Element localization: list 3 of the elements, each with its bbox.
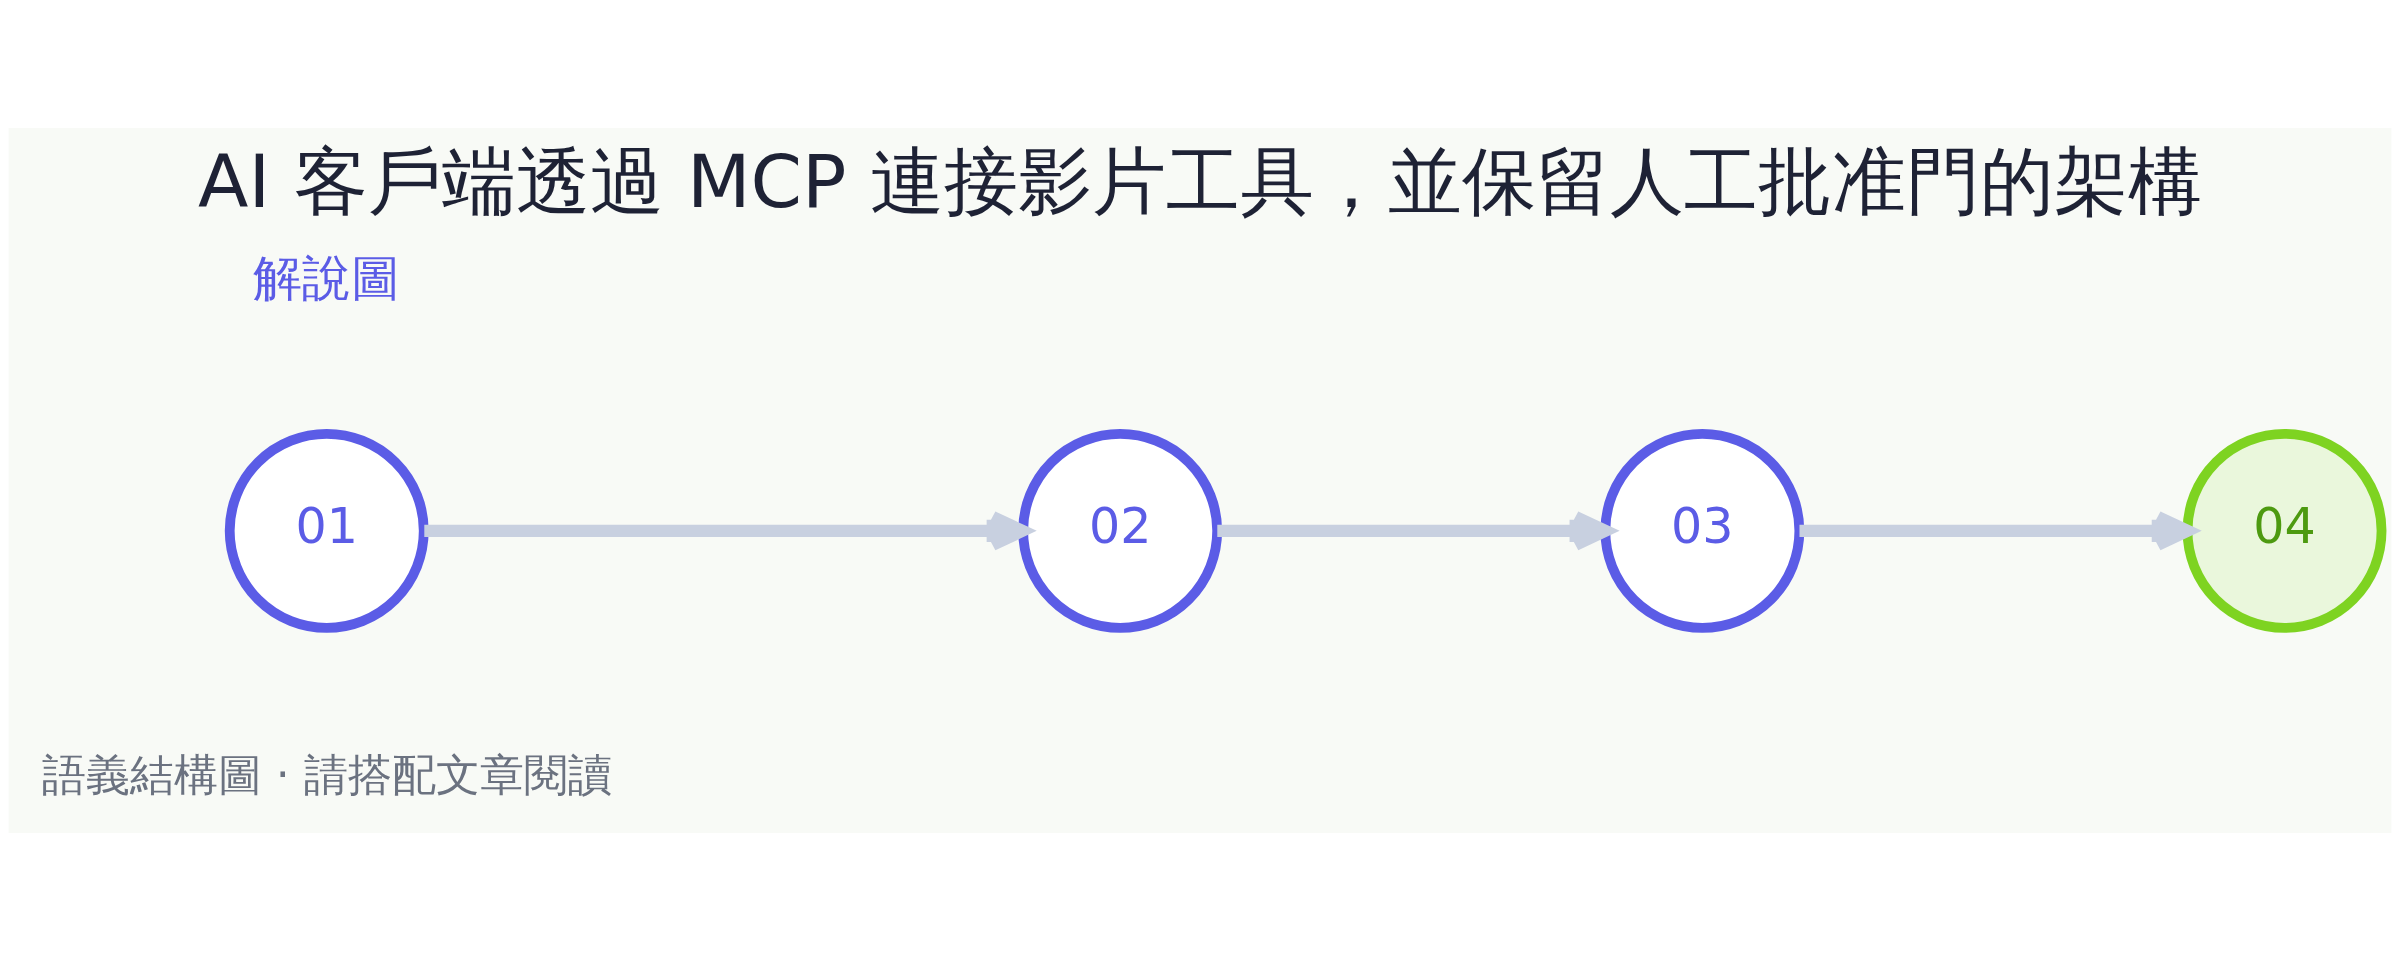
- diagram-title: AI 客戶端透過 MCP 連接影片工具，並保留人工批准門的架構: [198, 138, 2202, 224]
- label: 解說圖: [253, 248, 401, 307]
- caption: 語義結構圖 · 請搭配文章閱讀: [41, 748, 612, 800]
